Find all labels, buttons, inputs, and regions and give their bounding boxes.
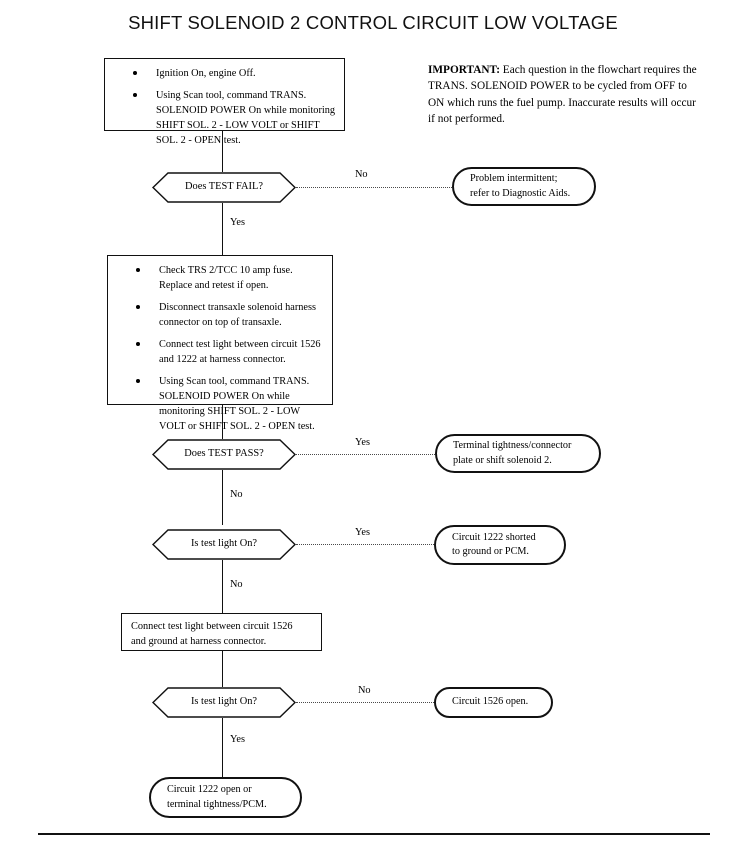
terminator-line: Circuit 1222 shorted	[452, 531, 536, 543]
terminator-circuit-1526-open[interactable]: Circuit 1526 open.	[434, 687, 553, 718]
important-note-lead: IMPORTANT:	[428, 64, 500, 76]
terminator-line: to ground or PCM.	[452, 546, 529, 557]
terminator-line: terminal tightness/PCM.	[167, 798, 267, 810]
hexagon-shape-icon	[151, 687, 297, 718]
list-item: Disconnect transaxle solenoid harness co…	[117, 300, 324, 330]
list-item: Ignition On, engine Off.	[114, 66, 336, 81]
bullet-dot-icon	[133, 71, 137, 75]
process-step-2-bullet-list: Check TRS 2/TCC 10 amp fuse. Replace and…	[117, 263, 324, 434]
connector-decision2-to-decision3	[222, 470, 224, 525]
bullet-text: Using Scan tool, command TRANS. SOLENOID…	[156, 90, 336, 147]
terminator-text: Circuit 1222 shorted to ground or PCM.	[436, 531, 548, 560]
bullet-dot-icon	[136, 342, 140, 347]
list-item: Using Scan tool, command TRANS. SOLENOID…	[117, 374, 324, 434]
bullet-dot-icon	[136, 379, 140, 384]
decision-label: Is test light On?	[190, 538, 258, 550]
bullet-text: Using Scan tool, command TRANS. SOLENOID…	[159, 376, 315, 433]
connector-decision4-to-result5	[222, 718, 224, 777]
branch-label-yes: Yes	[230, 734, 245, 745]
process-step-1-body: Ignition On, engine Off. Using Scan tool…	[105, 59, 344, 155]
process-step-2-body: Check TRS 2/TCC 10 amp fuse. Replace and…	[108, 256, 332, 441]
branch-line-decision3-yes	[296, 544, 434, 545]
bullet-text: Check TRS 2/TCC 10 amp fuse. Replace and…	[159, 265, 293, 292]
terminator-circuit-1222-open[interactable]: Circuit 1222 open or terminal tightness/…	[149, 777, 302, 818]
branch-label-no: No	[358, 685, 371, 696]
terminator-terminal-tightness[interactable]: Terminal tightness/connector plate or sh…	[435, 434, 601, 473]
decision-is-test-light-on-1[interactable]: Is test light On?	[151, 529, 297, 560]
terminator-text: Terminal tightness/connector plate or sh…	[437, 439, 583, 468]
list-item: Using Scan tool, command TRANS. SOLENOID…	[114, 88, 336, 148]
branch-line-decision2-yes	[296, 454, 435, 455]
branch-label-yes: Yes	[355, 437, 370, 448]
terminator-text: Circuit 1222 open or terminal tightness/…	[151, 783, 279, 812]
terminator-line: refer to Diagnostic Aids.	[470, 187, 571, 199]
decision-is-test-light-on-2[interactable]: Is test light On?	[151, 687, 297, 718]
terminator-line: plate or shift solenoid 2.	[453, 454, 552, 466]
decision-does-test-fail[interactable]: Does TEST FAIL?	[151, 172, 297, 203]
bullet-text: Connect test light between circuit 1526 …	[159, 339, 321, 366]
connector-step3-to-decision4	[222, 651, 224, 687]
decision-label: Is test light On?	[190, 696, 258, 708]
terminator-line: Terminal tightness/connector	[453, 440, 572, 452]
branch-label-no: No	[230, 489, 243, 500]
process-step-1[interactable]: Ignition On, engine Off. Using Scan tool…	[104, 58, 345, 146]
terminator-line: Problem intermittent;	[470, 173, 558, 185]
list-item: Check TRS 2/TCC 10 amp fuse. Replace and…	[117, 263, 324, 293]
process-step-2[interactable]: Check TRS 2/TCC 10 amp fuse. Replace and…	[107, 255, 333, 432]
decision-does-test-pass[interactable]: Does TEST PASS?	[151, 439, 297, 470]
process-step-3-body: Connect test light between circuit 1526 …	[122, 614, 321, 655]
bullet-text: Ignition On, engine Off.	[156, 68, 256, 79]
connector-step2-to-decision2	[222, 405, 224, 439]
process-line: and ground at harness connector.	[131, 635, 267, 647]
terminator-problem-intermittent[interactable]: Problem intermittent; refer to Diagnosti…	[452, 167, 596, 206]
branch-label-no: No	[230, 579, 243, 590]
branch-label-no: No	[355, 169, 368, 180]
hexagon-shape-icon	[151, 172, 297, 203]
branch-label-yes: Yes	[230, 217, 245, 228]
bullet-text: Disconnect transaxle solenoid harness co…	[159, 302, 316, 329]
branch-label-yes: Yes	[355, 527, 370, 538]
important-note-body: Each question in the flowchart requires …	[428, 64, 697, 126]
list-item: Connect test light between circuit 1526 …	[117, 337, 324, 367]
important-note: IMPORTANT: Each question in the flowchar…	[428, 62, 704, 128]
hexagon-shape-icon	[151, 529, 297, 560]
connector-decision3-to-step3	[222, 560, 224, 613]
process-step-3[interactable]: Connect test light between circuit 1526 …	[121, 613, 322, 651]
bullet-dot-icon	[136, 268, 140, 272]
bullet-dot-icon	[136, 305, 140, 310]
branch-line-decision1-no	[296, 187, 452, 188]
branch-line-decision4-no	[296, 702, 434, 703]
page-title: SHIFT SOLENOID 2 CONTROL CIRCUIT LOW VOL…	[128, 12, 618, 33]
connector-decision1-to-step2	[222, 203, 224, 255]
decision-label: Does TEST FAIL?	[185, 181, 263, 193]
terminator-line: Circuit 1222 open or	[167, 784, 252, 796]
connector-step1-to-decision1	[222, 131, 224, 172]
decision-label: Does TEST PASS?	[184, 448, 264, 460]
process-step-1-bullet-list: Ignition On, engine Off. Using Scan tool…	[114, 66, 336, 148]
bullet-dot-icon	[133, 93, 137, 98]
process-line: Connect test light between circuit 1526	[131, 621, 293, 632]
terminator-text: Problem intermittent; refer to Diagnosti…	[454, 172, 582, 201]
terminator-text: Circuit 1526 open.	[436, 695, 540, 709]
terminator-line: Circuit 1526 open.	[452, 696, 529, 708]
terminator-circuit-1222-shorted[interactable]: Circuit 1222 shorted to ground or PCM.	[434, 525, 566, 565]
footer-divider	[38, 833, 710, 835]
hexagon-shape-icon	[151, 439, 297, 470]
